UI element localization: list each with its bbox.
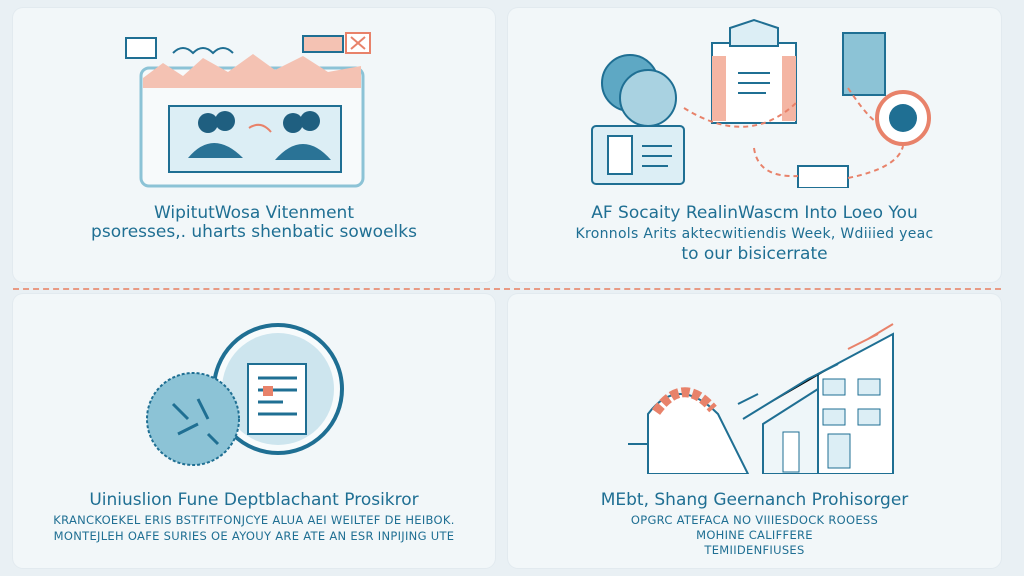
card-text: MONTEJLEH OAFE SURIES OE AYOUY ARE ATE A… [53,529,455,543]
card-building: MEbt, Shang Geernanch Prohisorger OPGRC … [508,294,1001,568]
workflow-illustration-icon [591,18,931,188]
section-divider [13,288,1001,290]
card-text: KRANCKOEKEL ERIS BSTFITFONJCYE ALUA AEI … [53,513,455,527]
card-document: Uiniuslion Fune Deptblachant Prosikror K… [13,294,495,568]
card-title: AF Socaity RealinWascm Into Loeo You [591,203,918,223]
card-title: WipitutWosa Vitenment [153,203,354,223]
card-text: TEMIIDENFIUSES [704,543,805,557]
card-workflow: AF Socaity RealinWascm Into Loeo You Kro… [508,8,1001,282]
card-meeting: WipitutWosa Vitenment psoresses,. uharts… [13,8,495,282]
card-text: OPGRC ATEFACA NO VIIIESDOCK ROOESS [630,513,879,527]
card-title: MEbt, Shang Geernanch Prohisorger [600,490,909,510]
document-badge-illustration-icon [146,323,344,466]
card-text: MOHINE CALIFFERE [696,528,813,542]
card-text: Kronnols Arits aktecwitiendis Week, Wdii… [575,226,934,242]
meeting-illustration-icon [125,32,371,188]
card-text: to our bisicerrate [681,244,828,264]
card-text: psoresses,. uharts shenbatic sowoelks [91,222,417,242]
card-title: Uiniuslion Fune Deptblachant Prosikror [89,490,419,510]
building-growth-illustration-icon [628,323,894,474]
